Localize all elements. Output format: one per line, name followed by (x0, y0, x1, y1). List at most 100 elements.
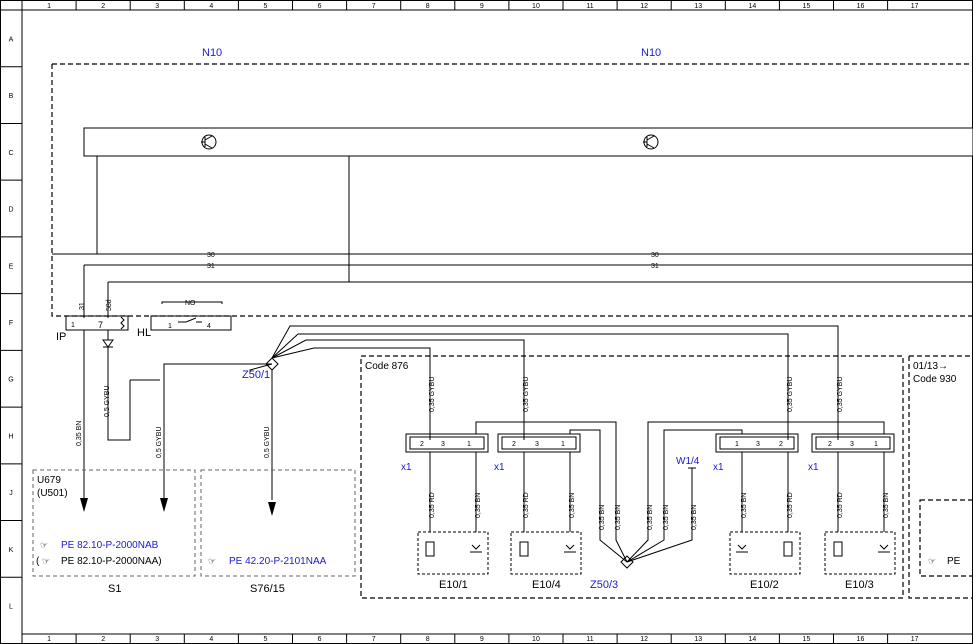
wire-label: 0,35 BN (475, 493, 482, 518)
ip-pin7: 7 (98, 320, 103, 330)
hl-pin1: 1 (168, 323, 172, 330)
grid-column-label: 10 (532, 3, 540, 10)
grid-row-label: D (8, 207, 13, 214)
grid-row-label: J (9, 490, 13, 497)
wire-label: 0,35 GYBU (787, 377, 794, 412)
grid-column-label: 3 (155, 636, 159, 643)
code930-box (908, 355, 973, 599)
grid-row-label: L (9, 604, 13, 611)
wire-label: 0,35 BN (569, 493, 576, 518)
grid-row-label: A (9, 36, 14, 43)
wire-bn-z50-3 (475, 421, 628, 563)
x1-connector (405, 433, 489, 453)
ip-pin58d: 58d (106, 299, 113, 311)
grid-column-label: 15 (803, 636, 811, 643)
wire-label: 0,35 RD (837, 492, 844, 518)
e10-3-label: E10/3 (845, 579, 874, 591)
wire-label: 0,35 BN (615, 505, 622, 530)
grid-row-label: K (9, 547, 14, 554)
right-box (919, 499, 973, 577)
hl-no-bracket (161, 301, 223, 304)
bus-30-label: 30 (207, 252, 215, 259)
reference-icon: ☞ (40, 540, 48, 550)
grid-column-label: 1 (47, 3, 51, 10)
pin-2: 2 (512, 441, 516, 448)
n10-label-left: N10 (202, 47, 222, 59)
wire-label: 0,35 BN (883, 493, 890, 518)
pin-1: 1 (561, 441, 565, 448)
s1-ref1[interactable]: PE 82.10-P-2000NAB (61, 540, 159, 551)
wire-label: 0,5 GYBU (264, 426, 271, 458)
wire-ip-gybu (107, 347, 131, 441)
e10-3-component (824, 531, 896, 575)
grid-column-label: 2 (101, 636, 105, 643)
hl-pin4: 4 (207, 323, 211, 330)
grid-column-label: 17 (911, 636, 919, 643)
z50-3-node (620, 555, 634, 569)
grid-column-label: 6 (318, 636, 322, 643)
s1-label: S1 (108, 583, 121, 595)
wire-label: 0,35 GYBU (429, 377, 436, 412)
pin-3: 3 (850, 441, 854, 448)
s76-ref[interactable]: PE 42.20-P-2101NAA (229, 556, 327, 567)
arrow-down-icon (80, 498, 88, 512)
arrow-down-icon (160, 498, 168, 512)
grid-column-label: 3 (155, 3, 159, 10)
ip-connector (65, 315, 129, 331)
wire-label: 0,35 BN (599, 505, 606, 530)
right-ref: PE (947, 556, 961, 567)
arrow-down-icon (268, 502, 276, 516)
s76-box (200, 469, 356, 577)
z50-1-label: Z50/1 (242, 369, 270, 381)
grid-column-label: 12 (640, 3, 648, 10)
grid-column-label: 5 (263, 636, 267, 643)
grid-column-label: 1 (47, 636, 51, 643)
transistor-icon (201, 134, 217, 150)
diode-icon (102, 339, 114, 348)
ip-pin31: 31 (79, 302, 86, 310)
grid-column-label: 16 (857, 636, 865, 643)
x1-connector (715, 433, 799, 453)
n10-label-right: N10 (641, 47, 661, 59)
wire-label: 0,35 BN (663, 505, 670, 530)
pin-2: 2 (828, 441, 832, 448)
wire-z50-1-e10-2 (271, 333, 789, 440)
code930-date: 01/13→ (913, 361, 948, 372)
wire-label: 0,35 GYBU (523, 377, 530, 412)
reference-icon: ☞ (42, 556, 50, 566)
e10-1-label: E10/1 (439, 579, 468, 591)
e10-4-label: E10/4 (532, 579, 561, 591)
wire-label: 0,35 BN (647, 505, 654, 530)
x1-connector (811, 433, 895, 453)
wire-label: 0,35 BN (691, 505, 698, 530)
code876-label: Code 876 (365, 361, 409, 372)
grid-row-label: C (8, 150, 13, 157)
grid-column-label: 11 (586, 3, 593, 10)
wire-z50-1-e10-4 (271, 339, 525, 440)
pin-2: 2 (420, 441, 424, 448)
grid-column-label: 8 (426, 636, 430, 643)
x1-label: x1 (808, 462, 819, 473)
hl-connector (150, 315, 232, 331)
grid-row-label: H (8, 433, 13, 440)
switch-icon (178, 317, 202, 323)
grid-column-label: 14 (748, 636, 756, 643)
pin-3: 3 (756, 441, 760, 448)
reference-icon: ☞ (928, 556, 936, 566)
pin-1: 1 (735, 441, 739, 448)
wire-label: 0,35 GYBU (837, 377, 844, 412)
code930-label: Code 930 (913, 374, 957, 385)
grid-column-label: 7 (372, 636, 376, 643)
wire-label: 0,35 BN (741, 493, 748, 518)
grid-column-label: 8 (426, 3, 430, 10)
wire-w1-4 (626, 468, 693, 563)
x1-label: x1 (713, 462, 724, 473)
s1-code1: U679 (37, 475, 61, 486)
x1-label: x1 (401, 462, 412, 473)
wire-label: 0,5 GYBU (104, 385, 111, 417)
bus-31-label: 31 (651, 263, 659, 270)
